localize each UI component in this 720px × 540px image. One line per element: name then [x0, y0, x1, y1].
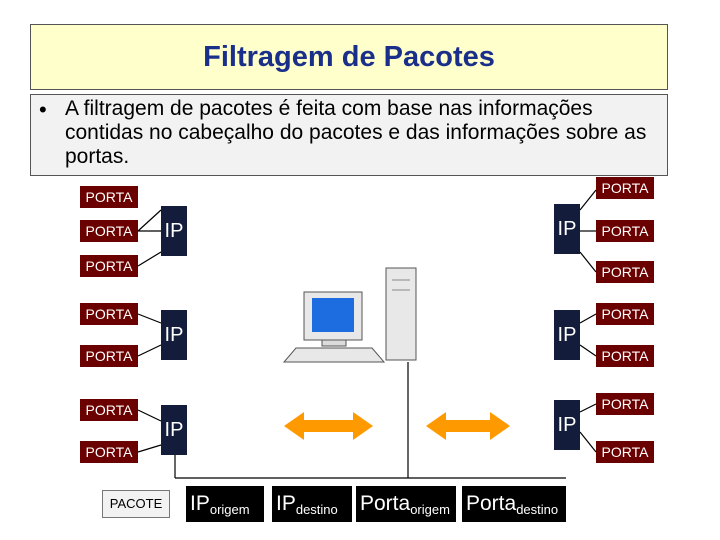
left-porta-3: PORTA [80, 255, 138, 277]
left-porta-6: PORTA [80, 399, 138, 421]
right-porta-7: PORTA [596, 441, 654, 463]
bullet-marker: • [39, 97, 47, 122]
left-ip-1: IP [161, 206, 187, 256]
bullet-box: • A filtragem de pacotes é feita com bas… [30, 94, 668, 176]
computer-icon [282, 267, 417, 363]
right-connectors [579, 189, 597, 453]
arrow-right-icon [426, 412, 510, 440]
right-porta-2: PORTA [596, 220, 654, 242]
field-ip-origem: IPorigem [186, 486, 264, 522]
left-porta-2: PORTA [80, 220, 138, 242]
right-ip-2: IP [554, 310, 580, 360]
left-ip-3: IP [161, 405, 187, 455]
packet-label: PACOTE [102, 490, 170, 518]
left-porta-7: PORTA [80, 441, 138, 463]
left-porta-5: PORTA [80, 345, 138, 367]
left-porta-1: PORTA [80, 186, 138, 208]
left-ip-2: IP [161, 310, 187, 360]
right-porta-5: PORTA [596, 345, 654, 367]
right-ip-1: IP [554, 204, 580, 254]
left-connectors [137, 209, 566, 479]
arrow-left-icon [284, 412, 373, 440]
right-porta-1: PORTA [596, 177, 654, 199]
page-title: Filtragem de Pacotes [203, 41, 495, 73]
field-ip-destino: IPdestino [272, 486, 352, 522]
bullet-text: A filtragem de pacotes é feita com base … [65, 97, 647, 168]
left-porta-4: PORTA [80, 303, 138, 325]
right-porta-6: PORTA [596, 393, 654, 415]
right-ip-3: IP [554, 400, 580, 450]
right-porta-3: PORTA [596, 261, 654, 283]
field-porta-origem: Portaorigem [356, 486, 456, 522]
field-porta-destino: Portadestino [462, 486, 566, 522]
title-box: Filtragem de Pacotes [30, 24, 668, 90]
right-porta-4: PORTA [596, 303, 654, 325]
